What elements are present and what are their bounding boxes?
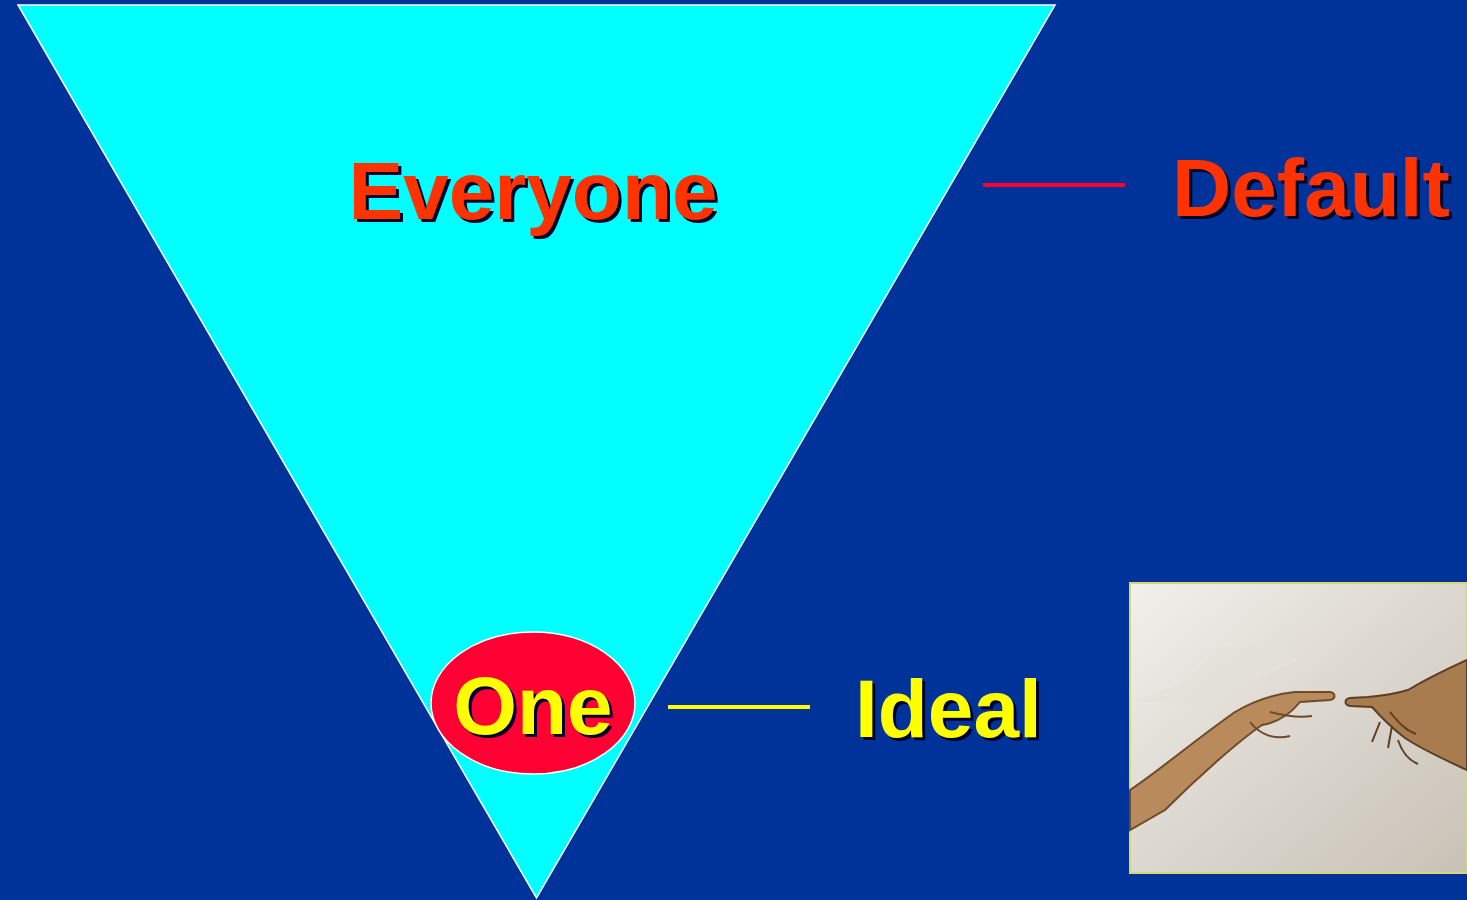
triangle-region: EveryoneOne (18, 5, 1055, 898)
leader-line (983, 183, 1125, 187)
ellipse-node: One (430, 631, 636, 775)
creation-hands-picture (1130, 583, 1467, 873)
node-text: One (453, 665, 612, 747)
leader-line (668, 705, 810, 709)
callout-label: Ideal (855, 668, 1042, 750)
callout-label: Default (1172, 147, 1450, 229)
node-text: Everyone (348, 150, 717, 232)
